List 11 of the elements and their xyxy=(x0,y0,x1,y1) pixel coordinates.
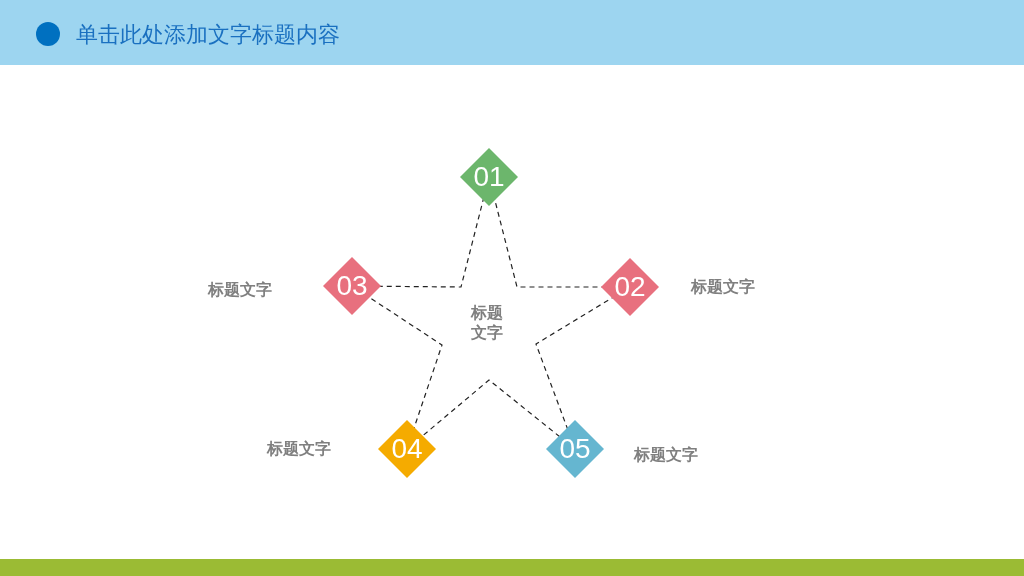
item-label: 标题文字 xyxy=(208,280,272,300)
item-label: 标题文字 xyxy=(634,445,698,465)
item-label: 标题文字 xyxy=(691,277,755,297)
step-number: 01 xyxy=(473,163,505,191)
item-label: 标题文字 xyxy=(267,439,331,459)
page-title: 单击此处添加文字标题内容 xyxy=(76,20,340,49)
step-number: 02 xyxy=(614,273,646,301)
step-number: 05 xyxy=(559,435,591,463)
step-number: 04 xyxy=(391,435,423,463)
star-label: 标题文字 xyxy=(469,303,504,343)
step-number: 03 xyxy=(336,272,368,300)
